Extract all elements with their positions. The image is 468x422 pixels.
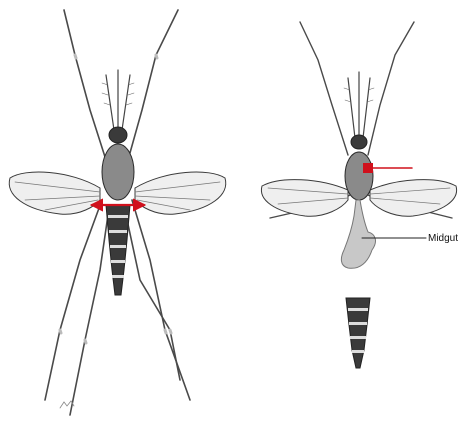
whole-mosquito — [9, 10, 226, 415]
dissected-mosquito: Midgut — [261, 22, 458, 268]
midgut-shape — [341, 200, 375, 268]
whole-mosquito-abdomen — [106, 205, 130, 295]
midgut-label: Midgut — [428, 233, 458, 244]
dissected-mosquito-thorax — [345, 152, 373, 200]
whole-mosquito-antennae — [102, 70, 134, 130]
whole-mosquito-thorax — [102, 144, 134, 200]
dissected-mosquito-head — [351, 135, 367, 149]
dissected-mosquito-antennae — [344, 72, 374, 138]
detached-abdomen — [346, 298, 370, 368]
whole-mosquito-head — [109, 127, 127, 143]
thorax-marker — [363, 163, 373, 173]
